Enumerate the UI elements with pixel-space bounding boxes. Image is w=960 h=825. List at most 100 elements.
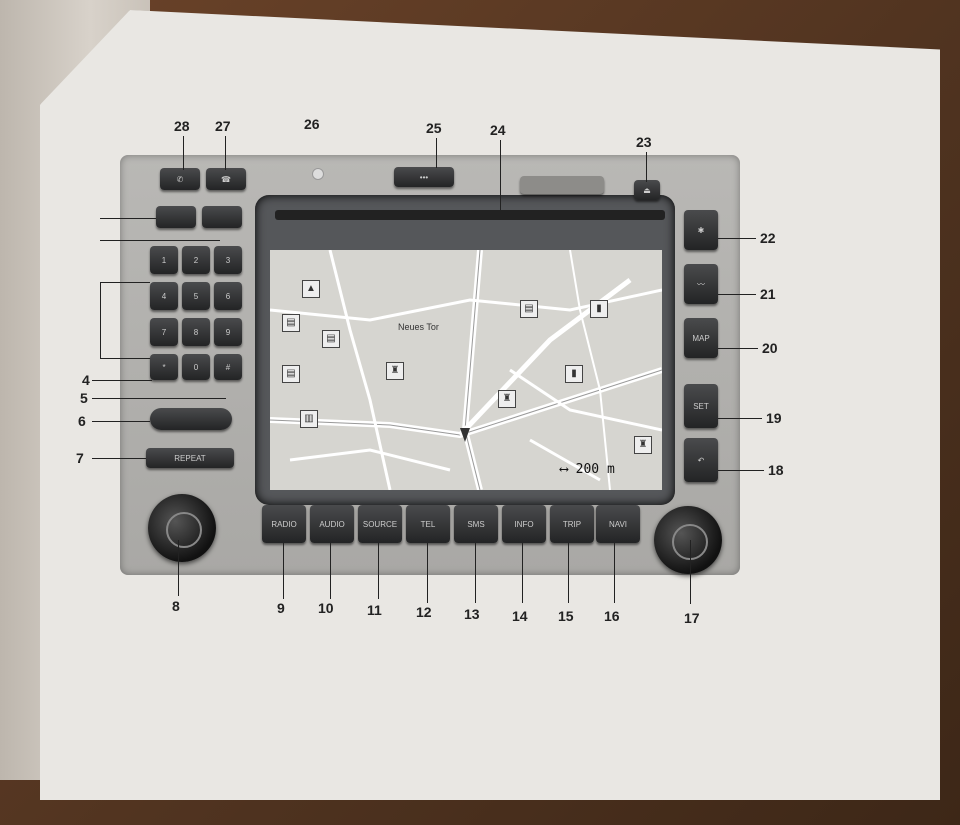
light-sensor [312, 168, 324, 180]
keypad-2[interactable]: 2 [182, 246, 210, 274]
audio-button[interactable]: AUDIO [310, 505, 354, 543]
poi-icon[interactable]: ▮ [590, 300, 608, 318]
poi-icon[interactable]: ▥ [300, 410, 318, 428]
callout-line-top-left-1 [100, 218, 156, 219]
eject-group-button[interactable]: ••• [394, 167, 454, 187]
poi-icon[interactable]: ♜ [498, 390, 516, 408]
selector-knob[interactable] [654, 506, 722, 574]
repeat-button[interactable]: REPEAT [146, 448, 234, 468]
callout-line-19 [718, 418, 762, 419]
keypad-8[interactable]: 8 [182, 318, 210, 346]
callout-line-keypad-bottom [100, 358, 150, 359]
display-brand-plate [520, 176, 604, 194]
callout-line-5 [92, 398, 226, 399]
poi-icon[interactable]: ▤ [520, 300, 538, 318]
phone-end-button[interactable]: ☎ [206, 168, 246, 190]
radio-button[interactable]: RADIO [262, 505, 306, 543]
callout-5: 5 [80, 390, 88, 406]
poi-icon[interactable]: ▲ [302, 280, 320, 298]
trip-button[interactable]: TRIP [550, 505, 594, 543]
right-button-22[interactable]: ✱ [684, 210, 718, 250]
cd-slot[interactable] [275, 210, 665, 220]
map-roads [270, 250, 662, 490]
map-button[interactable]: MAP [684, 318, 718, 358]
callout-15: 15 [558, 608, 574, 624]
callout-line-23 [646, 152, 647, 182]
callout-25: 25 [426, 120, 442, 136]
callout-line-18 [718, 470, 764, 471]
callout-line-15 [568, 543, 569, 603]
keypad-0[interactable]: 0 [182, 354, 210, 380]
callout-28: 28 [174, 118, 190, 134]
callout-18: 18 [768, 462, 784, 478]
eject-button[interactable]: ⏏ [634, 180, 660, 200]
callout-24: 24 [490, 122, 506, 138]
callout-12: 12 [416, 604, 432, 620]
phone-accept-button[interactable]: ✆ [160, 168, 200, 190]
callout-22: 22 [760, 230, 776, 246]
keypad-star[interactable]: * [150, 354, 178, 380]
tel-button[interactable]: TEL [406, 505, 450, 543]
callout-line-20 [718, 348, 758, 349]
callout-line-11 [378, 543, 379, 599]
volume-knob[interactable] [148, 494, 216, 562]
keypad-9[interactable]: 9 [214, 318, 242, 346]
callout-8: 8 [172, 598, 180, 614]
callout-line-21 [718, 294, 756, 295]
callout-line-keypad-top [100, 282, 150, 283]
callout-line-25 [436, 138, 437, 168]
callout-line-keypad-bracket [100, 282, 101, 358]
poi-icon[interactable]: ▤ [282, 314, 300, 332]
callout-line-9 [283, 543, 284, 599]
right-button-21[interactable]: 〰 [684, 264, 718, 304]
callout-line-13 [475, 543, 476, 603]
callout-17: 17 [684, 610, 700, 626]
navi-button[interactable]: NAVI [596, 505, 640, 543]
keypad-4[interactable]: 4 [150, 282, 178, 310]
callout-line-14 [522, 543, 523, 603]
sms-button[interactable]: SMS [454, 505, 498, 543]
callout-10: 10 [318, 600, 334, 616]
poi-icon[interactable]: ▮ [565, 365, 583, 383]
map-scale-value: 200 m [575, 462, 615, 477]
callout-16: 16 [604, 608, 620, 624]
callout-line-28 [183, 136, 184, 170]
map-place-label: Neues Tor [398, 322, 439, 332]
callout-21: 21 [760, 286, 776, 302]
callout-line-27 [225, 136, 226, 170]
poi-icon[interactable]: ▤ [282, 365, 300, 383]
callout-line-top-left-2 [100, 240, 220, 241]
callout-line-17 [690, 540, 691, 604]
keypad-6[interactable]: 6 [214, 282, 242, 310]
set-button[interactable]: SET [684, 384, 718, 428]
callout-line-16 [614, 543, 615, 603]
source-button[interactable]: SOURCE [358, 505, 402, 543]
back-button[interactable]: ↶ [684, 438, 718, 482]
keypad-5[interactable]: 5 [182, 282, 210, 310]
poi-icon[interactable]: ♜ [634, 436, 652, 454]
callout-27: 27 [215, 118, 231, 134]
map-scale: ⟷ 200 m [560, 462, 615, 477]
callout-14: 14 [512, 608, 528, 624]
callout-line-22 [718, 238, 756, 239]
callout-23: 23 [636, 134, 652, 150]
callout-line-6 [92, 421, 150, 422]
keypad-1[interactable]: 1 [150, 246, 178, 274]
keypad-3[interactable]: 3 [214, 246, 242, 274]
callout-9: 9 [277, 600, 285, 616]
callout-20: 20 [762, 340, 778, 356]
info-button[interactable]: INFO [502, 505, 546, 543]
left-long-button[interactable] [150, 408, 232, 430]
callout-line-4 [92, 380, 152, 381]
left-top-button-2[interactable] [202, 206, 242, 228]
callout-11: 11 [367, 602, 382, 618]
keypad-7[interactable]: 7 [150, 318, 178, 346]
callout-7: 7 [76, 450, 84, 466]
map-screen[interactable]: Neues Tor ▲ ▤ ▤ ▤ ♜ ▥ ♜ ▤ ▮ ▮ ♜ [270, 250, 662, 490]
callout-26: 26 [304, 116, 320, 132]
poi-icon[interactable]: ♜ [386, 362, 404, 380]
poi-icon[interactable]: ▤ [322, 330, 340, 348]
left-top-button-1[interactable] [156, 206, 196, 228]
callout-line-10 [330, 543, 331, 599]
keypad-hash[interactable]: # [214, 354, 242, 380]
